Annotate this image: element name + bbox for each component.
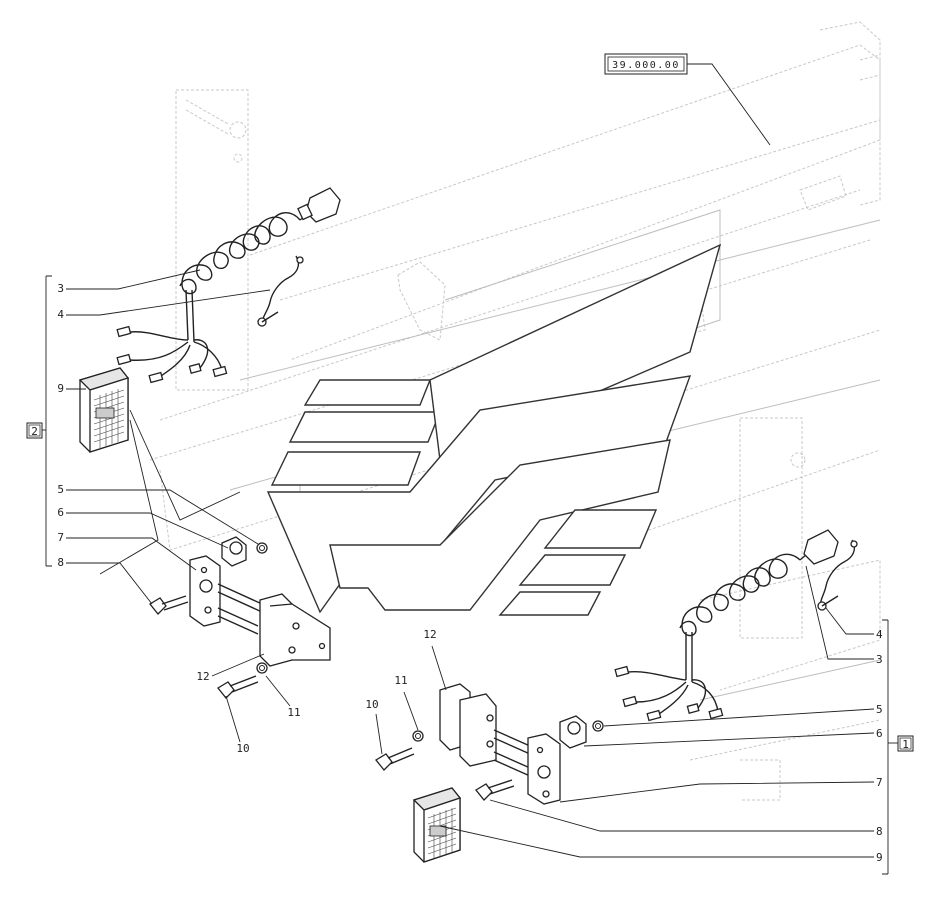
callout-10[interactable]: 10 [236, 742, 249, 755]
manufacturer-logo [266, 243, 722, 616]
callout-7[interactable]: 7 [57, 531, 64, 544]
reference-code: 39.000.00 [612, 60, 680, 71]
callout-4[interactable]: 4 [876, 628, 883, 641]
left-group: 2 3 4 9 5 6 7 8 12 11 10 [26, 269, 301, 755]
callout-5[interactable]: 5 [876, 703, 883, 716]
reference-callout[interactable]: 39.000.00 [604, 53, 771, 146]
callout-3[interactable]: 3 [876, 653, 883, 666]
group-label-box[interactable] [897, 735, 914, 752]
callout-12[interactable]: 12 [423, 628, 436, 641]
callout-8[interactable]: 8 [57, 556, 64, 569]
callout-8[interactable]: 8 [876, 825, 883, 838]
callout-9[interactable]: 9 [876, 851, 883, 864]
callout-6[interactable]: 6 [876, 727, 883, 740]
group-label: 1 [902, 738, 909, 751]
left-rear-lamp[interactable]: rear-lamp-icon [78, 367, 130, 453]
callout-6[interactable]: 6 [57, 506, 64, 519]
group-label-box[interactable] [26, 422, 43, 439]
right-wiring-harness[interactable]: wiring-harness-icon [614, 529, 839, 722]
left-wiring-harness[interactable]: wiring-harness-icon [116, 187, 341, 384]
callout-7[interactable]: 7 [876, 776, 883, 789]
callout-10[interactable]: 10 [365, 698, 378, 711]
right-ground-wire[interactable] [817, 539, 858, 611]
callout-3[interactable]: 3 [57, 282, 64, 295]
group-label: 2 [31, 425, 38, 438]
left-ground-wire[interactable] [257, 255, 304, 327]
left-bracket-assembly[interactable] [149, 536, 331, 699]
callout-11[interactable]: 11 [287, 706, 300, 719]
right-group: 1 4 3 5 6 7 8 9 12 11 10 [365, 565, 914, 875]
callout-12[interactable]: 12 [196, 670, 209, 683]
callout-5[interactable]: 5 [57, 483, 64, 496]
right-bracket-assembly[interactable] [375, 683, 604, 805]
right-rear-lamp[interactable]: rear-lamp-icon [412, 787, 462, 863]
callout-4[interactable]: 4 [57, 308, 64, 321]
callout-9[interactable]: 9 [57, 382, 64, 395]
callout-11[interactable]: 11 [394, 674, 407, 687]
